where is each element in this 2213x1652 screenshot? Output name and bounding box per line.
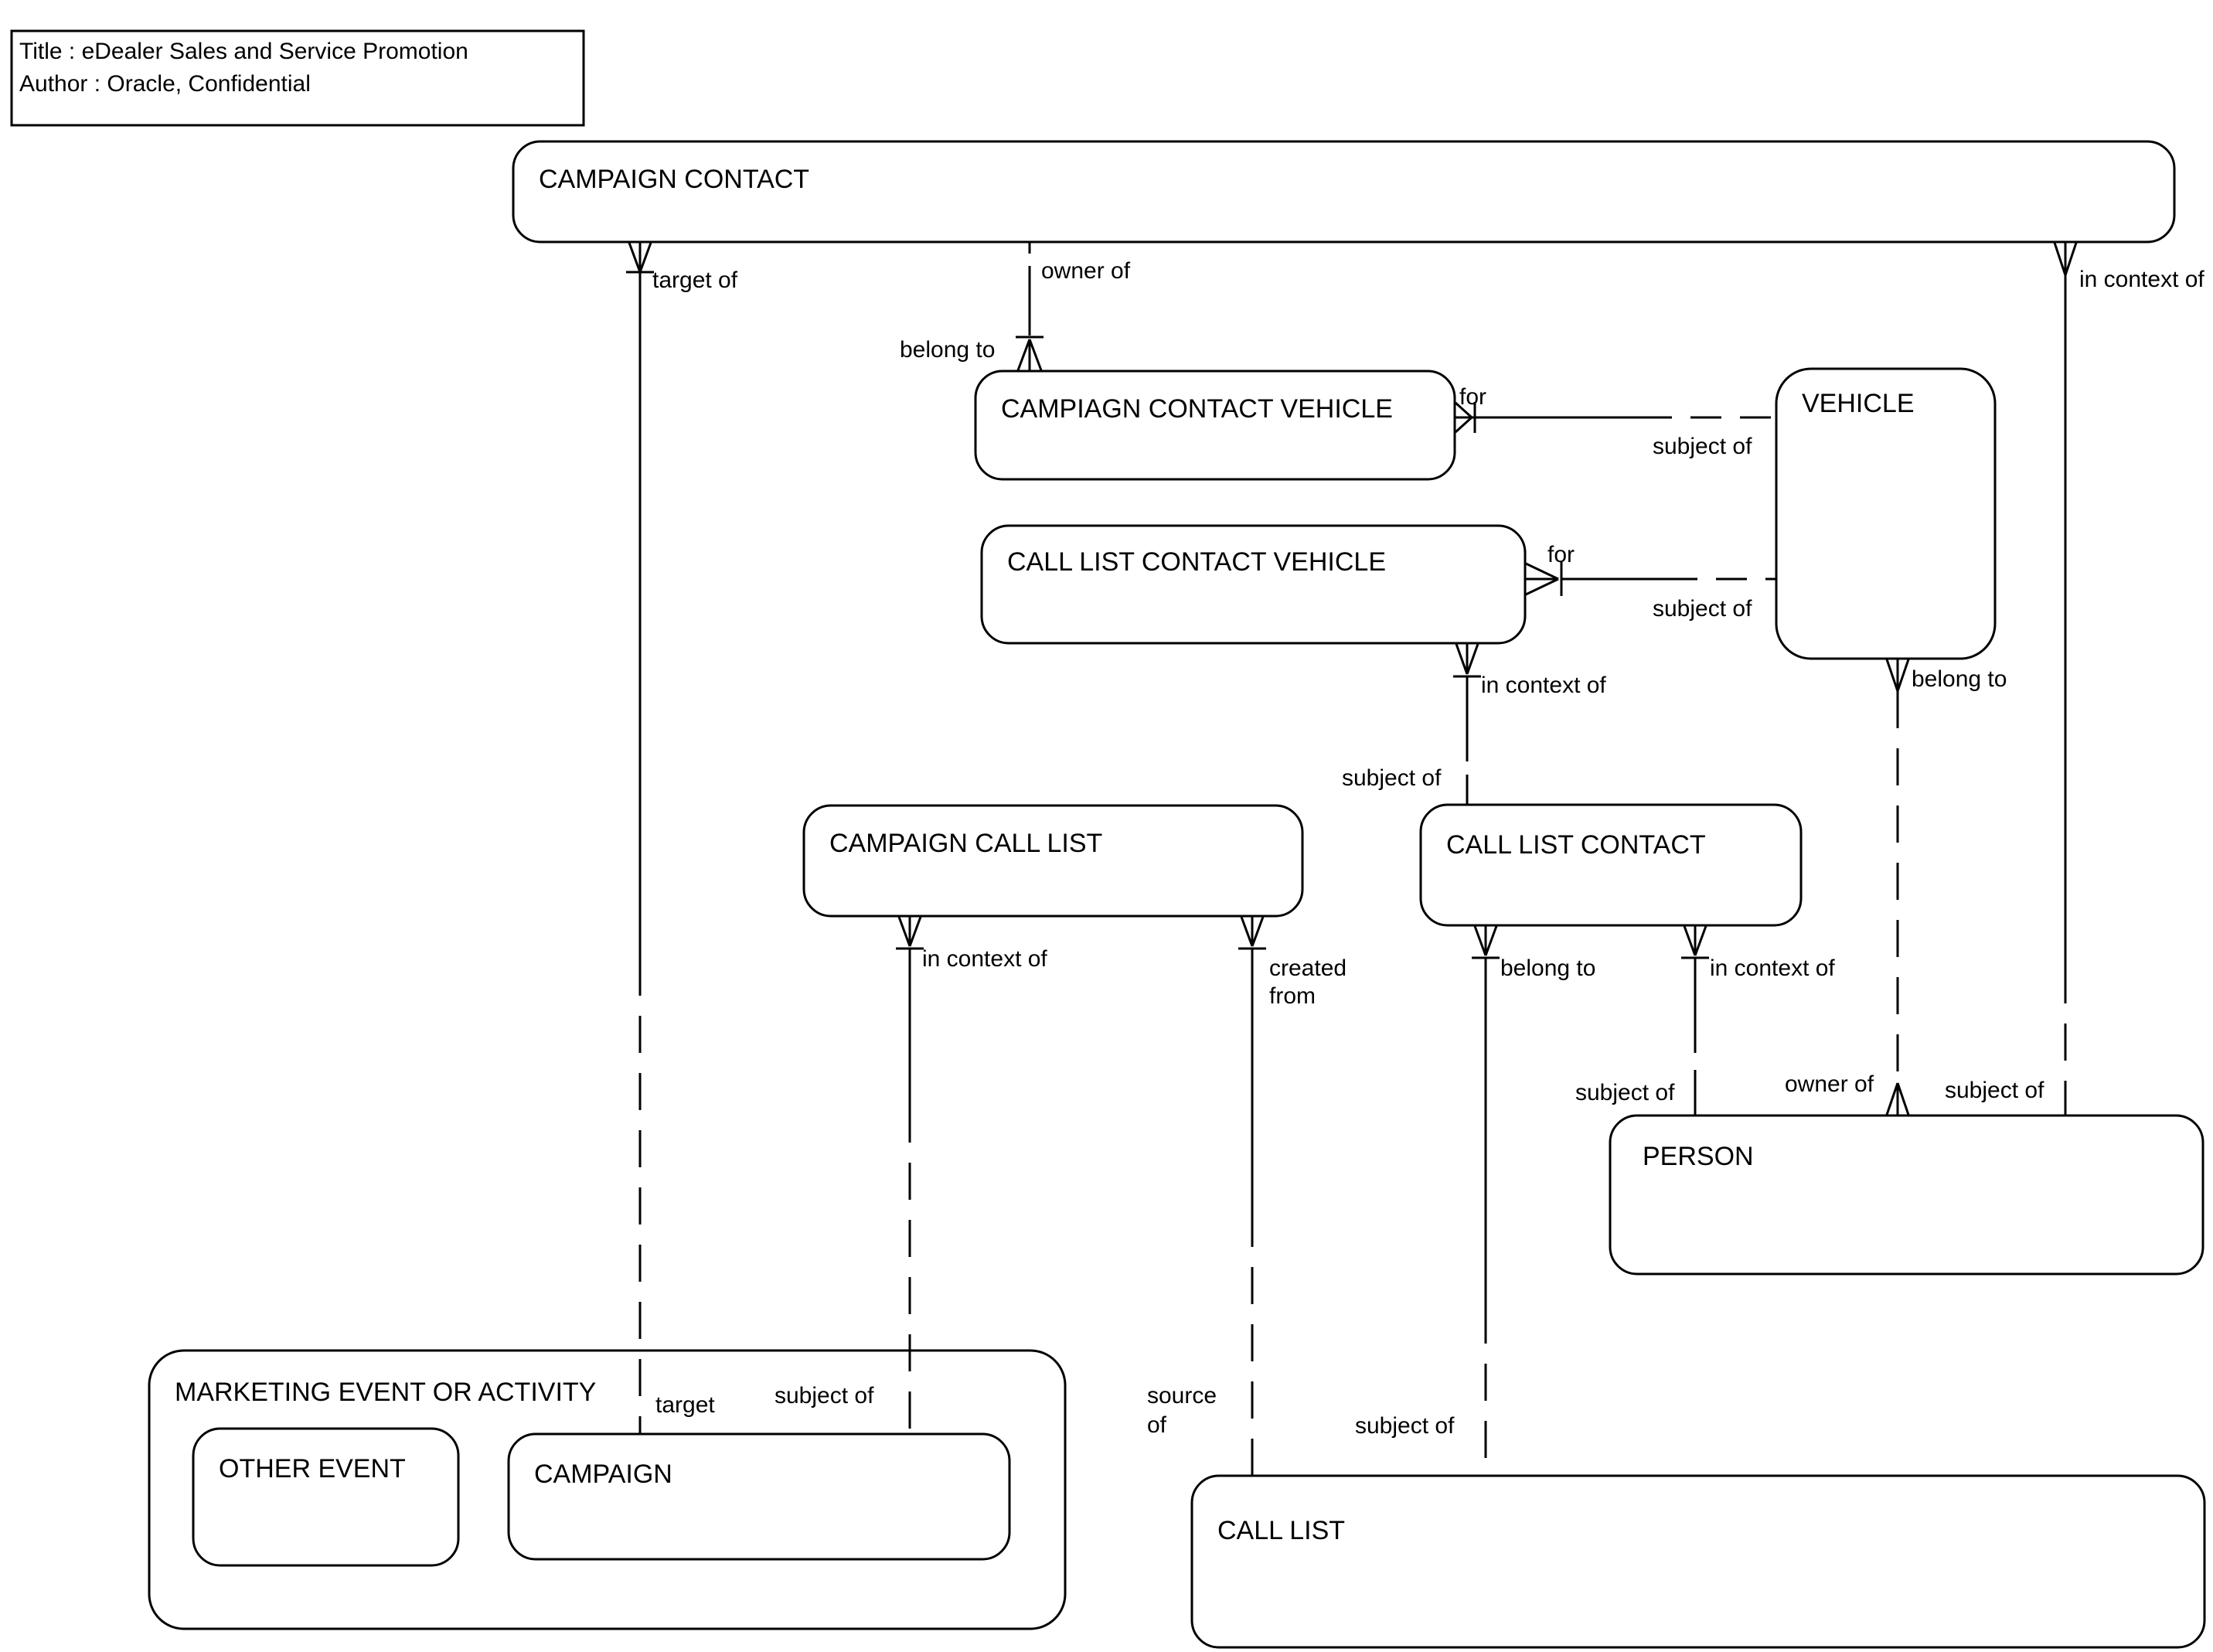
entity-other-event[interactable]: OTHER EVENT bbox=[192, 1427, 460, 1567]
diagram-author-text: Author : Oracle, Confidential bbox=[19, 71, 311, 97]
entity-person-box[interactable] bbox=[1609, 1114, 2204, 1276]
entity-campaign-call-list-box[interactable] bbox=[802, 804, 1304, 918]
relationship-label: in context of bbox=[922, 946, 1047, 972]
relationship-label: belong to bbox=[1912, 666, 2007, 692]
entity-person[interactable]: PERSON bbox=[1609, 1114, 2204, 1276]
relationship-label: target bbox=[655, 1392, 715, 1418]
crows-foot-icon bbox=[2053, 242, 2078, 276]
relationship-label: subject of bbox=[1575, 1080, 1675, 1105]
entity-campaign-call-list-label: CAMPAIGN CALL LIST bbox=[829, 829, 1102, 858]
diagram-title-block: Title : eDealer Sales and Service Promot… bbox=[10, 29, 585, 127]
entity-call-list-contact-label: CALL LIST CONTACT bbox=[1446, 830, 1706, 860]
relationship-label: owner of bbox=[1041, 258, 1131, 284]
relationship-campiagn-contact-vehicle-vehicle: for subject of bbox=[1454, 384, 1776, 459]
relationship-label: target of bbox=[652, 267, 738, 293]
relationship-call-list-contact-vehicle-call-list-contact: in context of subject of bbox=[1342, 643, 1606, 805]
crows-foot-icon bbox=[1016, 339, 1043, 371]
entity-campaign-call-list[interactable]: CAMPAIGN CALL LIST bbox=[802, 804, 1304, 918]
entity-campaign[interactable]: CAMPAIGN bbox=[507, 1432, 1011, 1561]
entity-campaign-box[interactable] bbox=[507, 1432, 1011, 1561]
crows-foot-icon bbox=[628, 242, 652, 273]
relationship-label: in context of bbox=[2079, 267, 2204, 292]
relationship-label: subject of bbox=[1355, 1413, 1455, 1439]
entity-campiagn-contact-vehicle[interactable]: CAMPIAGN CONTACT VEHICLE bbox=[974, 370, 1456, 481]
entity-campaign-label: CAMPAIGN bbox=[534, 1460, 672, 1489]
relationship-label: source bbox=[1147, 1383, 1217, 1408]
relationship-label: subject of bbox=[1342, 765, 1442, 791]
entity-call-list-label: CALL LIST bbox=[1217, 1516, 1345, 1545]
crows-foot-icon bbox=[1240, 916, 1265, 947]
relationship-campaign-call-list-call-list: created from source of bbox=[1147, 916, 1347, 1476]
relationship-label: subject of bbox=[775, 1383, 874, 1408]
crows-foot-icon bbox=[1454, 401, 1473, 434]
relationship-campaign-contact-campiagn-contact-vehicle: owner of belong to bbox=[900, 242, 1131, 371]
entity-campaign-contact[interactable]: CAMPAIGN CONTACT bbox=[512, 140, 2176, 244]
relationship-campaign-call-list-campaign: in context of subject of bbox=[775, 916, 1047, 1434]
entity-campaign-contact-label: CAMPAIGN CONTACT bbox=[539, 165, 809, 194]
entity-call-list-box[interactable] bbox=[1190, 1474, 2206, 1649]
relationship-call-list-contact-person: in context of subject of bbox=[1575, 925, 1835, 1116]
crows-foot-icon bbox=[1885, 1082, 1910, 1116]
crows-foot-icon bbox=[1885, 659, 1910, 692]
relationship-label: subject of bbox=[1653, 434, 1752, 459]
diagram-title-text: Title : eDealer Sales and Service Promot… bbox=[19, 39, 468, 64]
relationship-label: belong to bbox=[1500, 955, 1595, 981]
entity-call-list-contact-vehicle[interactable]: CALL LIST CONTACT VEHICLE bbox=[980, 524, 1527, 645]
entity-call-list-contact-vehicle-box[interactable] bbox=[980, 524, 1527, 645]
entity-campaign-contact-box[interactable] bbox=[512, 140, 2176, 244]
relationship-label: created bbox=[1269, 955, 1347, 981]
entity-vehicle[interactable]: VEHICLE bbox=[1775, 367, 1997, 660]
relationship-label: of bbox=[1147, 1412, 1167, 1438]
title-block-border bbox=[10, 29, 585, 127]
entity-call-list-contact-vehicle-label: CALL LIST CONTACT VEHICLE bbox=[1007, 547, 1386, 577]
relationship-campaign-contact-person: in context of subject of bbox=[1945, 242, 2204, 1116]
entity-other-event-label: OTHER EVENT bbox=[219, 1454, 406, 1483]
relationship-label: for bbox=[1459, 384, 1486, 410]
relationship-label: from bbox=[1269, 983, 1316, 1009]
crows-foot-icon bbox=[1525, 562, 1559, 596]
entity-call-list-contact-box[interactable] bbox=[1419, 803, 1803, 927]
entity-call-list-contact[interactable]: CALL LIST CONTACT bbox=[1419, 803, 1803, 927]
entity-call-list[interactable]: CALL LIST bbox=[1190, 1474, 2206, 1649]
relationship-campaign-contact-campaign: target of target bbox=[626, 242, 738, 1434]
crows-foot-icon bbox=[1455, 643, 1479, 675]
crows-foot-icon bbox=[897, 916, 922, 947]
entity-marketing-event-or-activity-label: MARKETING EVENT OR ACTIVITY bbox=[175, 1378, 596, 1407]
entity-campiagn-contact-vehicle-label: CAMPIAGN CONTACT VEHICLE bbox=[1001, 394, 1393, 424]
relationship-label: in context of bbox=[1710, 955, 1835, 981]
entity-vehicle-label: VEHICLE bbox=[1802, 389, 1915, 418]
entity-person-label: PERSON bbox=[1643, 1142, 1754, 1171]
crows-foot-icon bbox=[1683, 925, 1707, 956]
relationship-label: subject of bbox=[1653, 596, 1752, 622]
relationship-call-list-contact-vehicle-vehicle: for subject of bbox=[1525, 542, 1776, 622]
relationship-call-list-contact-call-list: belong to subject of bbox=[1355, 925, 1595, 1476]
relationship-label: belong to bbox=[900, 337, 995, 363]
relationship-label: subject of bbox=[1945, 1078, 2044, 1103]
relationship-label: in context of bbox=[1481, 673, 1606, 698]
entity-campiagn-contact-vehicle-box[interactable] bbox=[974, 370, 1456, 481]
relationship-label: for bbox=[1547, 542, 1575, 567]
relationship-label: owner of bbox=[1785, 1071, 1874, 1097]
entity-other-event-box[interactable] bbox=[192, 1427, 460, 1567]
crows-foot-icon bbox=[1473, 925, 1498, 956]
relationship-vehicle-person: belong to owner of bbox=[1785, 659, 2007, 1116]
entity-vehicle-box[interactable] bbox=[1775, 367, 1997, 660]
